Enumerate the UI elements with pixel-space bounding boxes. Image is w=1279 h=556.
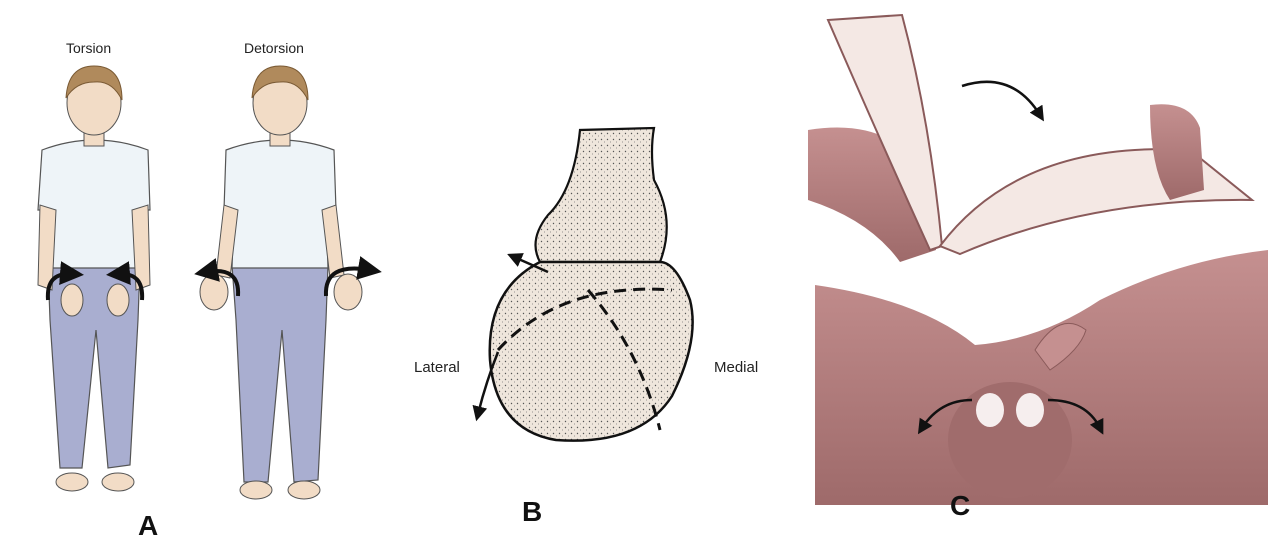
boy-torsion-figure bbox=[37, 65, 151, 492]
lateral-label: Lateral bbox=[414, 359, 460, 376]
testis-drawing bbox=[472, 126, 694, 442]
panel-c-caption: C bbox=[950, 490, 971, 521]
boy-detorsion-figure bbox=[194, 65, 382, 500]
detorsion-label: Detorsion bbox=[244, 40, 304, 56]
panel-b-caption: B bbox=[522, 496, 543, 527]
open-book-illustration bbox=[808, 13, 1255, 262]
scrotum-illustration bbox=[815, 250, 1268, 505]
torsion-label: Torsion bbox=[66, 40, 112, 56]
medial-label: Medial bbox=[714, 359, 759, 376]
panel-a-caption: A bbox=[138, 510, 159, 541]
